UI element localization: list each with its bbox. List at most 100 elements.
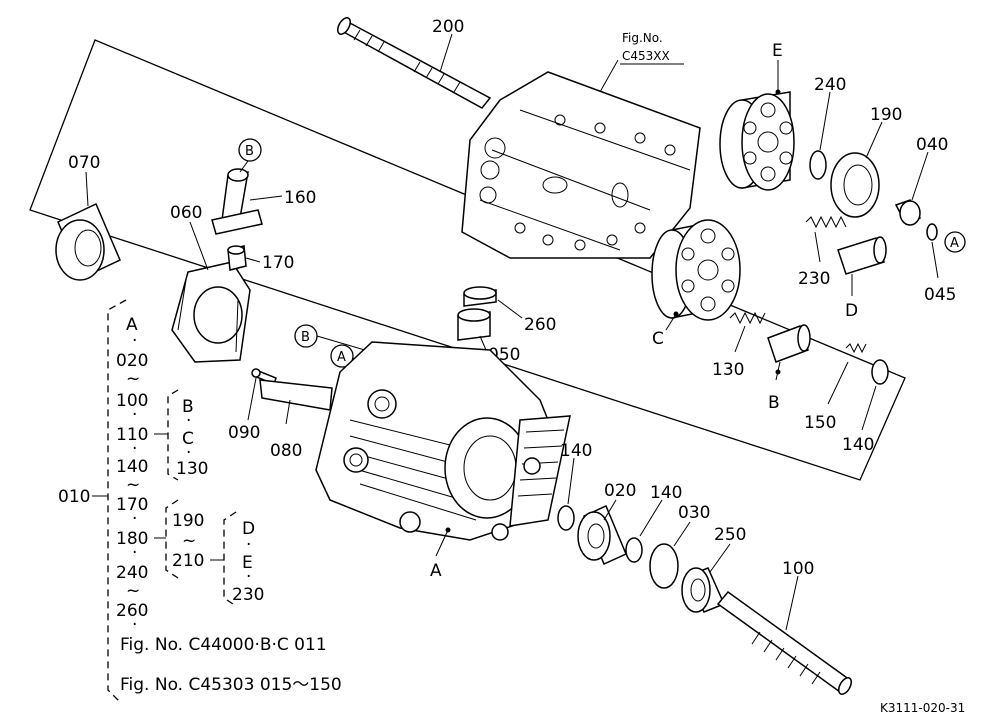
callout-b-mid: B [301,330,310,345]
callout-e: E [772,41,783,61]
tree-col1-15: ~ [126,581,140,601]
cylinder-block-c [651,219,741,321]
leader-140-a [567,457,575,505]
drawing-id: K3111-020-31 [880,701,965,715]
leader-170 [245,257,261,263]
shaft-100 [716,590,852,695]
tree-root-010: 010 [58,487,90,507]
leader-100 [785,575,799,631]
leader-250 [709,543,731,573]
pin-d [837,236,887,275]
callout-140-a: 140 [560,441,592,461]
tree-group-b-4: 130 [176,459,208,479]
leader-160 [249,195,283,201]
leader-150 [827,361,849,405]
dot-a-bottom [445,527,451,533]
callout-045: 045 [924,285,956,305]
tree-col1-12: 180 [116,529,148,549]
dot-c [673,311,679,317]
callout-a-mid: A [337,350,346,365]
spring-230 [805,215,847,229]
callout-080: 080 [270,441,302,461]
bearing-020 [577,504,627,566]
callout-020: 020 [604,481,636,501]
callout-090: 090 [228,423,260,443]
leader-240 [819,91,831,151]
oil-seal-070 [55,202,121,281]
tree-col1-3: ~ [126,369,140,389]
tree-col1-7: · [132,439,137,459]
spring-130 [729,311,766,325]
tree-col1-0: A [126,315,138,335]
callout-b-top: B [245,144,254,159]
callout-100: 100 [782,559,814,579]
leader-260 [497,299,523,319]
tree-group-d-4: 230 [232,585,264,605]
leader-b-top [239,160,249,173]
bushing-050 [457,308,491,341]
washer-045 [926,223,938,241]
ref-circle-a-mid [330,344,354,368]
tree-fig-note-2: Fig. No. C45303 015～150 [120,675,342,695]
callout-140-b: 140 [650,483,682,503]
tree-col1-4: 100 [116,391,148,411]
tree-col1-16: 260 [116,601,148,621]
callout-170: 170 [262,253,294,273]
tree-col1-2: 020 [116,351,148,371]
ref-circle-b-top [238,138,262,162]
tree-col1-10: 170 [116,495,148,515]
tree-col1-11: · [132,509,137,529]
leader-a-bottom [435,529,449,557]
callout-030: 030 [678,503,710,523]
ring-140-b [625,537,643,563]
tree-group-d-3: · [246,567,251,587]
fig-ref-line2: C453XX [622,49,670,63]
pump-housing [315,341,571,541]
leader-c [665,313,677,331]
leader-200 [439,33,453,73]
swash-plate-060 [171,261,251,363]
bearing-190 [830,152,880,218]
tree-group-190-1: ~ [182,531,196,551]
callout-230: 230 [798,269,830,289]
valve-plate-housing [461,71,701,259]
bushing-170 [227,245,247,271]
leader-140-b [639,499,663,537]
spring-150 [845,342,867,354]
leader-230 [814,231,821,263]
dot-e [775,89,781,95]
leader-060 [189,221,209,271]
ring-240 [809,150,827,180]
leader-070 [85,171,89,207]
tree-col1-6: 110 [116,425,148,445]
pin-b [767,324,811,363]
bushing-260 [463,286,497,307]
callout-150: 150 [804,413,836,433]
dot-b-low [775,369,781,375]
cylinder-block-e [719,91,795,191]
tree-col1-8: 140 [116,457,148,477]
leader-045 [931,241,939,279]
leader-050 [479,335,487,351]
tree-col1-5: · [132,405,137,425]
tree-col1-9: ~ [126,475,140,495]
callout-040: 040 [916,135,948,155]
assembly-outline [29,39,906,481]
ring-140-right [871,359,889,385]
leader-190 [865,121,883,159]
callout-240: 240 [814,75,846,95]
leader-020 [603,499,617,521]
leader-040 [911,151,929,201]
callout-190: 190 [870,105,902,125]
snap-ring-030 [649,543,679,589]
callout-b-low: B [768,393,780,413]
tree-group-b-1: · [186,411,191,431]
callout-160: 160 [284,188,316,208]
leader-fig-ref [599,59,619,93]
leader-090 [247,377,257,421]
guide-plate-080 [259,379,333,411]
ref-circle-a-right [944,231,966,253]
tree-group-190-0: 190 [172,511,204,531]
callout-260: 260 [524,315,556,335]
